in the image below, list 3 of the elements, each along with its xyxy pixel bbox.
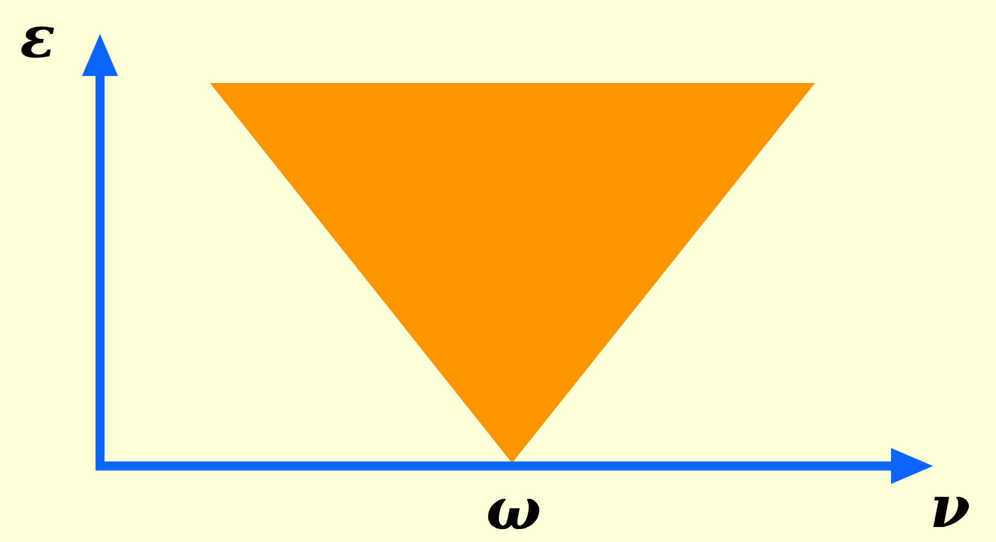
axis-label: ε xyxy=(20,8,56,66)
axis-label: ν xyxy=(930,478,970,536)
axis-tick-label: ω xyxy=(486,480,542,538)
